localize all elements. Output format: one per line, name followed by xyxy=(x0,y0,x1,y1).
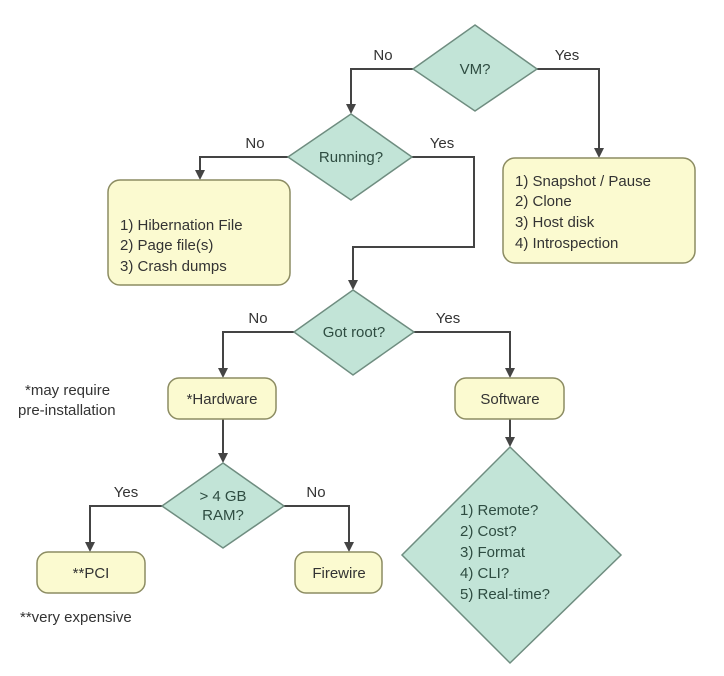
edge-vm-yes xyxy=(537,68,604,158)
decision-got-root-text: Got root? xyxy=(323,324,386,341)
outcome-not-running: 1) Hibernation File 2) Page file(s) 3) C… xyxy=(107,179,291,286)
outcome-firewire-text: Firewire xyxy=(312,565,365,582)
decision-running-text: Running? xyxy=(319,149,383,166)
decision-vm-text: VM? xyxy=(460,61,491,78)
label-root-yes: Yes xyxy=(436,310,460,327)
criteria-line: 1) Remote? xyxy=(460,502,538,519)
decision-ram-line1: > 4 GB xyxy=(199,488,246,505)
outcome-line: 3) Crash dumps xyxy=(120,258,227,275)
label-vm-yes: Yes xyxy=(555,47,579,64)
label-vm-no: No xyxy=(373,47,392,64)
decision-got-root: Got root? xyxy=(292,289,416,376)
label-root-no: No xyxy=(248,310,267,327)
criteria-line: 5) Real-time? xyxy=(460,586,550,603)
outcome-firewire: Firewire xyxy=(294,551,383,594)
decision-software-criteria: 1) Remote? 2) Cost? 3) Format 4) CLI? 5)… xyxy=(400,445,623,665)
edge-ram-no xyxy=(284,505,354,552)
outcome-line: 2) Page file(s) xyxy=(120,237,213,254)
decision-vm: VM? xyxy=(411,24,539,112)
edge-vm-no xyxy=(346,68,413,114)
outcome-hardware: *Hardware xyxy=(167,377,277,420)
criteria-line: 4) CLI? xyxy=(460,565,509,582)
edge-ram-yes xyxy=(85,505,162,552)
outcome-pci: **PCI xyxy=(36,551,146,594)
hardware-note-line1: *may require xyxy=(25,382,110,399)
pci-note: **very expensive xyxy=(20,609,132,626)
outcome-vm-yes: 1) Snapshot / Pause 2) Clone 3) Host dis… xyxy=(502,157,696,264)
label-running-yes: Yes xyxy=(430,135,454,152)
label-running-no: No xyxy=(245,135,264,152)
outcome-line: 2) Clone xyxy=(515,193,572,210)
outcome-hardware-text: *Hardware xyxy=(187,391,258,408)
label-ram-yes: Yes xyxy=(114,484,138,501)
decision-ram-line2: RAM? xyxy=(202,507,244,524)
decision-running: Running? xyxy=(286,113,414,201)
label-ram-no: No xyxy=(306,484,325,501)
outcome-line: 1) Hibernation File xyxy=(120,217,243,234)
decision-ram: > 4 GB RAM? xyxy=(160,462,286,549)
edge-root-yes xyxy=(414,331,515,378)
outcome-line: 1) Snapshot / Pause xyxy=(515,173,651,190)
criteria-line: 2) Cost? xyxy=(460,523,517,540)
outcome-pci-text: **PCI xyxy=(73,565,110,582)
outcome-line: 4) Introspection xyxy=(515,235,618,252)
outcome-software-text: Software xyxy=(480,391,539,408)
outcome-line: 3) Host disk xyxy=(515,214,595,231)
edge-running-yes xyxy=(348,156,475,290)
hardware-note-line2: pre-installation xyxy=(18,402,116,419)
edge-running-no xyxy=(195,156,288,180)
outcome-software: Software xyxy=(454,377,565,420)
criteria-line: 3) Format xyxy=(460,544,526,561)
edge-root-no xyxy=(218,331,294,378)
